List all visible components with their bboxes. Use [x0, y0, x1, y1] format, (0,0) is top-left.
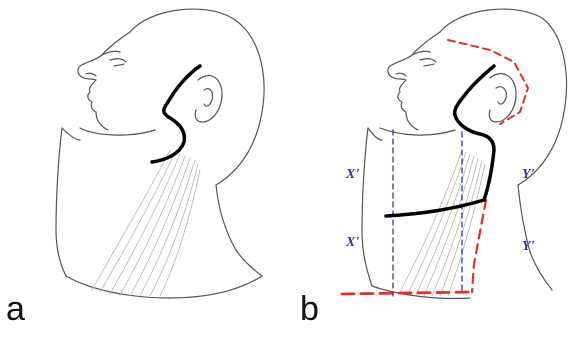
chin-line — [406, 112, 418, 130]
panel-letter-b: b — [300, 292, 319, 326]
zone-label-y-upper: Y' — [522, 167, 535, 182]
eye-line — [110, 59, 126, 66]
panel-a-illustration — [56, 9, 264, 298]
mandible-line — [62, 128, 80, 140]
zone-label-x-upper: X' — [345, 167, 359, 182]
panel-b-illustration — [342, 9, 566, 298]
lips-line — [88, 80, 96, 112]
neck-front — [56, 128, 66, 276]
neck-back — [518, 185, 552, 290]
ear-outline — [195, 76, 222, 122]
incision-line-a — [152, 66, 200, 162]
chin-line — [96, 112, 108, 130]
neck-back — [216, 185, 262, 276]
nose-line — [78, 55, 102, 80]
eye-line — [420, 59, 436, 66]
nose-line — [388, 55, 412, 80]
ear-inner — [496, 87, 506, 104]
neck-muscle-shading — [92, 150, 200, 296]
nostril-line — [86, 73, 96, 76]
jaw-line — [80, 128, 155, 135]
zone-label-x-lower: X' — [345, 235, 359, 250]
lips-line — [398, 80, 406, 112]
ear-outline — [489, 74, 516, 122]
mandible-line — [368, 128, 382, 140]
red-dashed-posterior-boundary — [472, 200, 486, 292]
jaw-line — [380, 128, 455, 135]
neck-front — [362, 128, 372, 286]
panel-letter-a: a — [6, 292, 25, 326]
red-dashed-base-line — [342, 292, 472, 294]
nostril-line — [396, 73, 406, 76]
ear-inner — [204, 89, 213, 106]
red-dashed-ear-boundary — [448, 40, 528, 124]
zone-label-y-lower: Y' — [522, 239, 535, 254]
head-outline — [130, 9, 264, 185]
incision-line-b — [455, 66, 494, 200]
